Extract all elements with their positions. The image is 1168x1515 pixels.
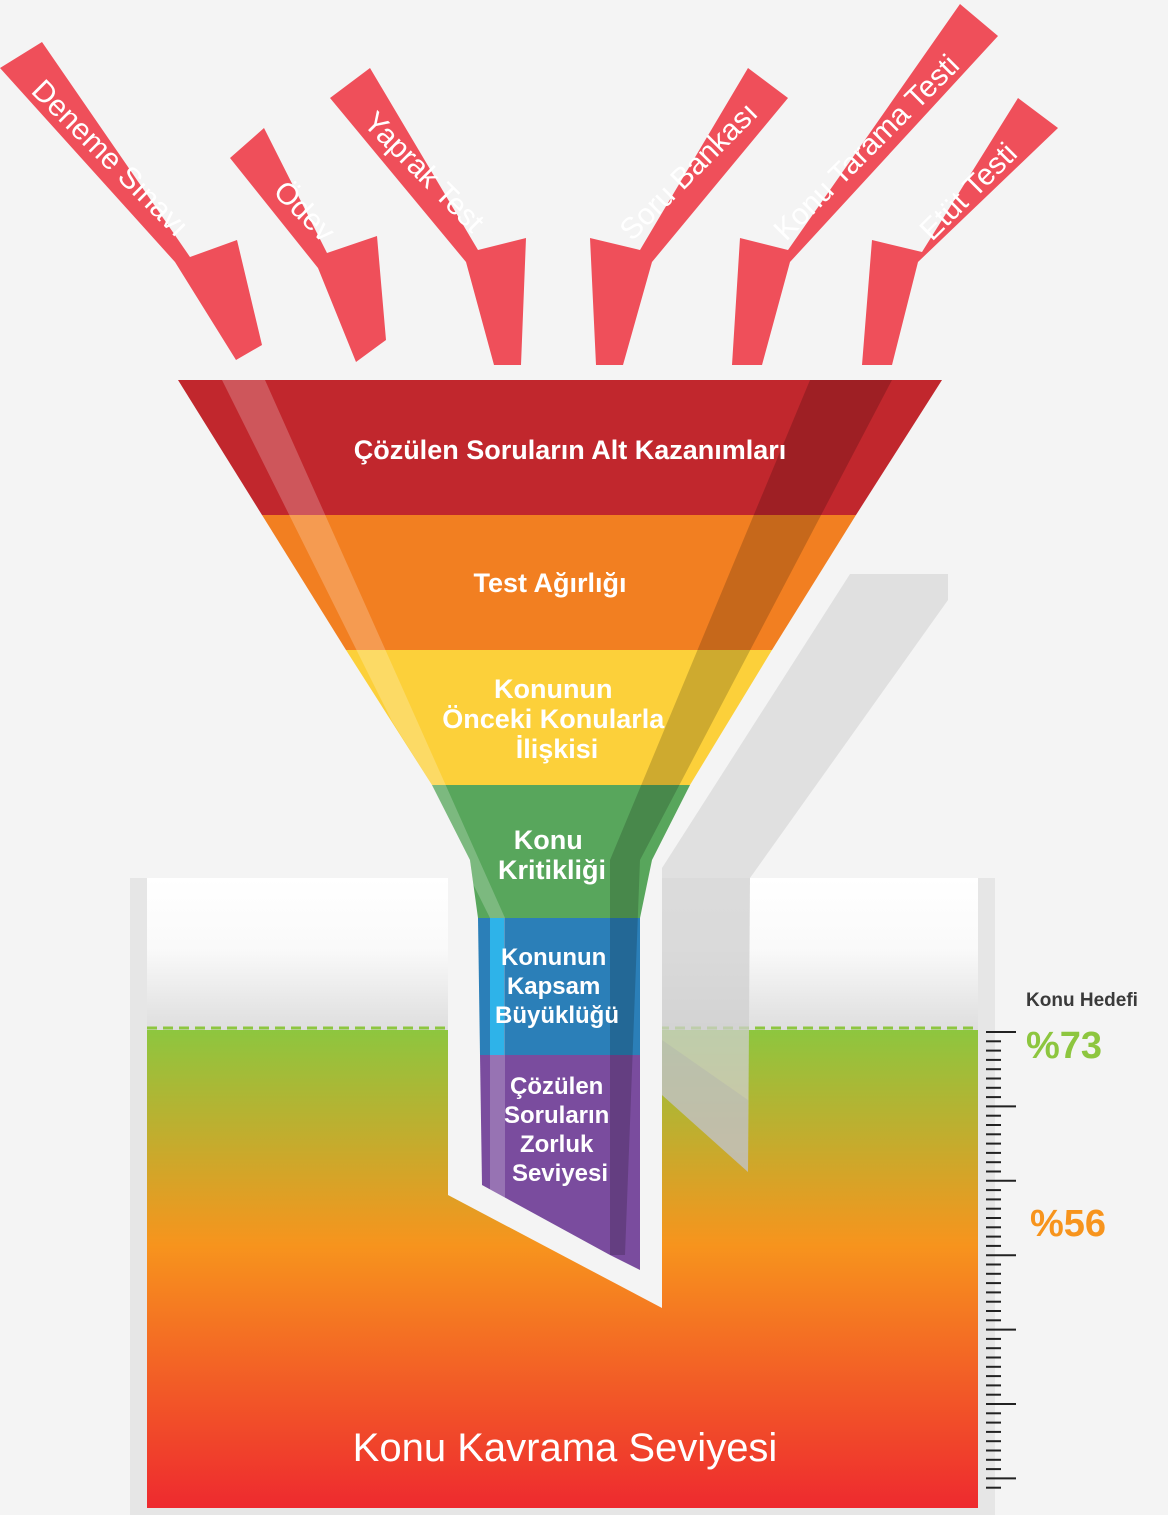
layer-4-label: Konunun Kapsam Büyüklüğü [495,944,619,1029]
funnel-dark-stripe [610,380,892,1255]
source-label-5: Etüt Testi [914,137,1024,247]
current-value: %56 [1030,1203,1106,1245]
layer-1-label: Test Ağırlığı [473,568,626,598]
source-label-3: Soru Bankası [614,96,765,247]
source-deneme-sinavi: Deneme Sınavı [0,42,262,360]
funnel-layer-1 [262,515,856,650]
funnel-layer-3 [432,785,690,918]
funnel-labels: Çözülen Soruların Alt Kazanımları Test A… [354,435,787,1187]
source-arrows: Deneme Sınavı Ödev Yaprak Test Soru Bank… [0,4,1058,365]
source-label-0: Deneme Sınavı [25,74,195,244]
goal-title: Konu Hedefi [1026,990,1138,1011]
layer-2-label: Konunun Önceki Konularla İlişkisi [442,674,672,764]
goal-value: %73 [1026,1025,1102,1067]
funnel-shadow [662,574,948,1172]
funnel-layer-5 [480,1055,640,1270]
source-label-2: Yaprak Test [357,106,491,240]
layer-5-label: Çözülen Soruların Zorluk Seviyesi [504,1073,616,1187]
level-scale [986,1031,1016,1489]
funnel-layer-2 [346,650,772,785]
funnel [178,380,942,1270]
funnel-layer-0 [178,380,942,515]
layer-3-label: Konu Kritikliği [498,825,606,885]
funnel-layer-4 [478,918,640,1055]
funnel-highlight [222,380,505,1200]
layer-0-label: Çözülen Soruların Alt Kazanımları [354,435,787,465]
container-label: Konu Kavrama Seviyesi [353,1426,778,1470]
